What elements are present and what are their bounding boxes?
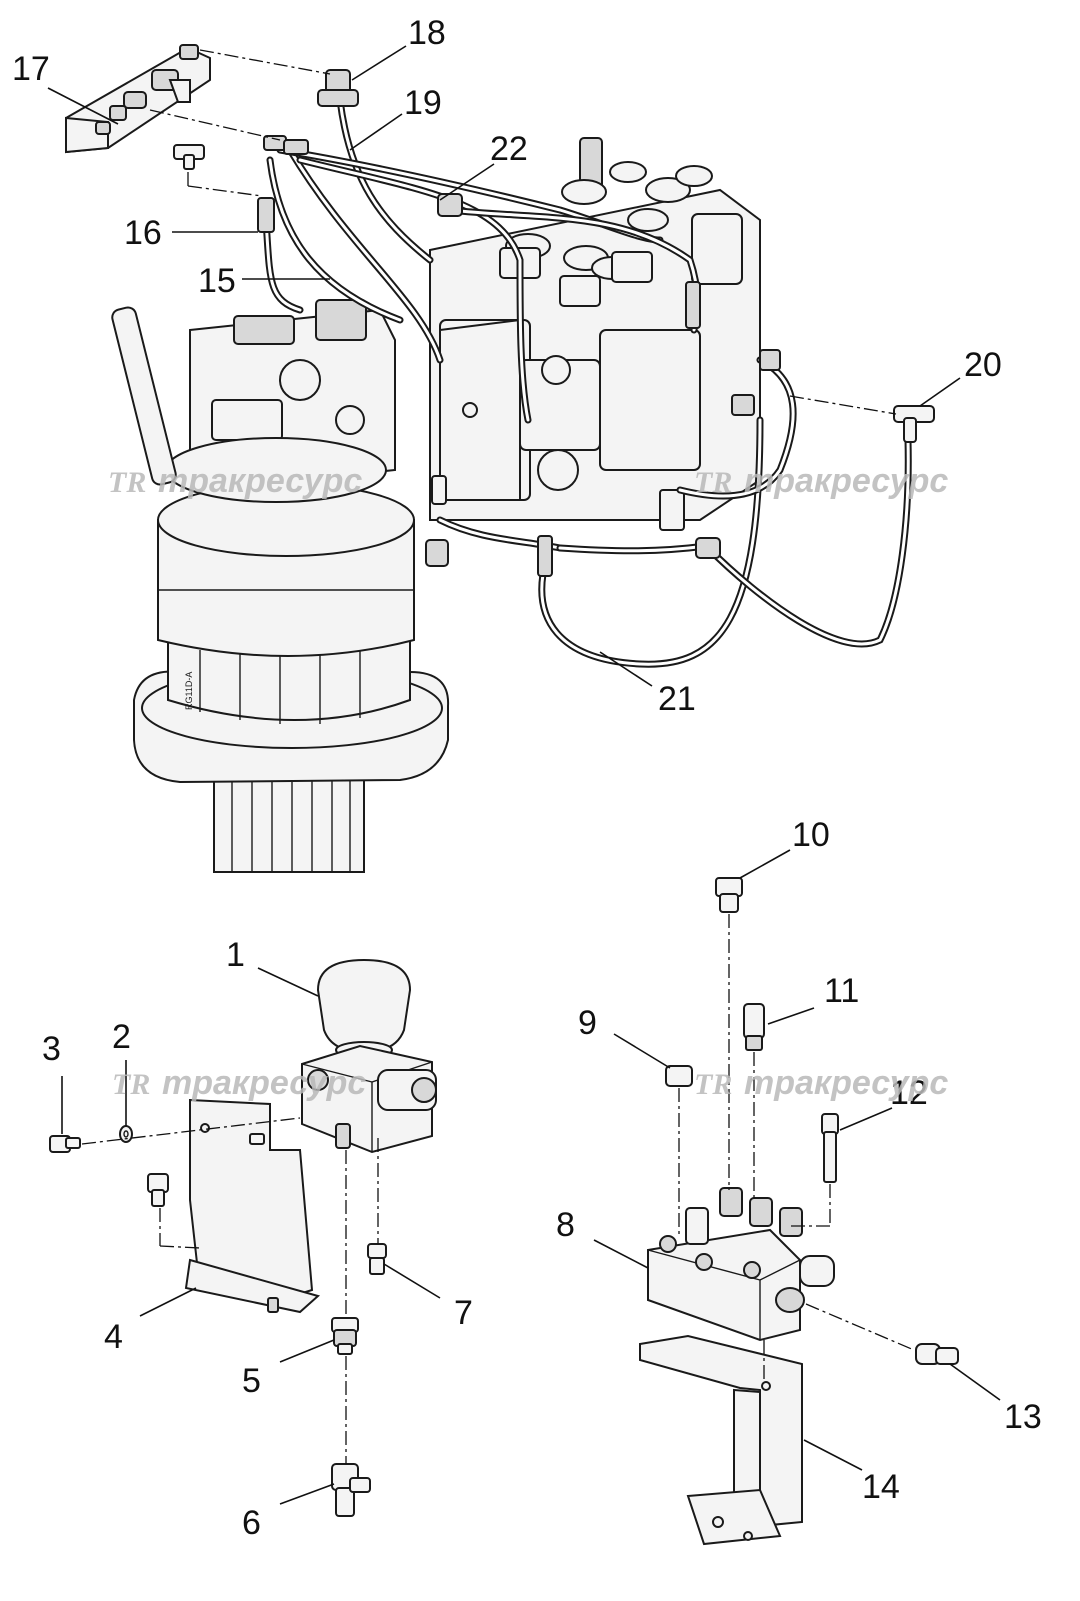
watermark-text: тракресурс xyxy=(744,462,948,500)
valve-block xyxy=(301,1044,437,1154)
adapter-5 xyxy=(331,1317,359,1355)
watermark-lower-left: TR тракресурс xyxy=(112,1064,366,1102)
leader-lines-lower-right xyxy=(593,849,1001,1471)
accumulator-1 xyxy=(316,958,412,1059)
callout-19: 19 xyxy=(404,84,442,122)
leader-lines-lower-left xyxy=(61,967,441,1505)
callout-14: 14 xyxy=(862,1468,900,1506)
tee-fitting-20 xyxy=(893,405,935,443)
watermark-logo: TR xyxy=(694,1068,732,1101)
callouts-lower-right: 10 11 9 12 8 13 14 xyxy=(556,816,1042,1506)
swing-motor: RG11D-A xyxy=(111,299,450,873)
pinion-gear xyxy=(213,779,365,873)
callout-18: 18 xyxy=(408,14,446,52)
callout-11: 11 xyxy=(824,972,859,1010)
bolt-3 xyxy=(49,1135,81,1153)
callout-1: 1 xyxy=(226,936,245,974)
tee-fitting-6 xyxy=(331,1463,371,1517)
watermark-lower-right: TR тракресурс xyxy=(694,1064,948,1102)
callout-3: 3 xyxy=(42,1030,61,1068)
control-valve xyxy=(429,137,761,531)
callout-15: 15 xyxy=(198,262,236,300)
callout-20: 20 xyxy=(964,346,1002,384)
callout-17: 17 xyxy=(12,50,50,88)
pressure-switch-11 xyxy=(743,1003,765,1051)
motor-part-marking: RG11D-A xyxy=(184,672,194,710)
assembly-lines-lower-left xyxy=(81,1117,379,1464)
callouts-lower-left: 1 2 3 4 5 6 7 xyxy=(42,936,473,1542)
manifold-block-17 xyxy=(65,44,211,154)
watermark-text: тракресурс xyxy=(158,462,362,500)
plug-7 xyxy=(367,1243,387,1275)
watermark-center-right: TR тракресурс xyxy=(694,462,948,500)
watermarks: TR тракресурс TR тракресурс TR тракресур… xyxy=(108,462,948,1102)
callout-6: 6 xyxy=(242,1504,261,1542)
hose-fittings xyxy=(257,69,935,577)
watermark-logo: TR xyxy=(108,466,146,499)
lower-left-assembly: 1 2 3 4 5 6 7 xyxy=(42,936,473,1542)
callout-2: 2 xyxy=(112,1018,131,1056)
callout-12: 12 xyxy=(890,1074,928,1112)
callout-8: 8 xyxy=(556,1206,575,1244)
elbow-fitting-13 xyxy=(915,1343,959,1365)
callout-4: 4 xyxy=(104,1318,123,1356)
watermark-text: тракресурс xyxy=(162,1064,366,1102)
bracket-bolt xyxy=(147,1173,169,1207)
callout-7: 7 xyxy=(454,1294,473,1332)
lower-right-assembly: 10 11 9 12 8 13 14 xyxy=(556,816,1042,1546)
watermark-logo: TR xyxy=(694,466,732,499)
leader-lines-upper xyxy=(47,45,961,687)
hoses xyxy=(262,96,912,668)
callout-16: 16 xyxy=(124,214,162,252)
callout-9: 9 xyxy=(578,1004,597,1042)
assembly-lines-lower-right xyxy=(678,914,915,1382)
upper-assembly: RG11D-A xyxy=(12,14,1002,873)
plug-10 xyxy=(715,877,743,913)
assembly-lines-upper xyxy=(149,49,897,415)
callout-10: 10 xyxy=(792,816,830,854)
watermark-logo: TR xyxy=(112,1068,150,1101)
callout-5: 5 xyxy=(242,1362,261,1400)
callout-22: 22 xyxy=(490,130,528,168)
solenoid-block-8 xyxy=(647,1187,835,1342)
tee-fitting-16-top xyxy=(173,144,205,170)
bracket-14 xyxy=(639,1334,803,1546)
bracket-4 xyxy=(184,1098,321,1314)
callouts-upper: 17 18 19 22 16 15 20 21 xyxy=(12,14,1002,718)
valve-spools xyxy=(499,137,743,307)
watermark-text: тракресурс xyxy=(744,1064,948,1102)
watermark-center-left: TR тракресурс xyxy=(108,462,362,500)
bolt-12 xyxy=(821,1113,839,1183)
washer-2 xyxy=(119,1125,133,1143)
callout-21: 21 xyxy=(658,680,696,718)
plug-9 xyxy=(665,1065,693,1087)
callout-13: 13 xyxy=(1004,1398,1042,1436)
